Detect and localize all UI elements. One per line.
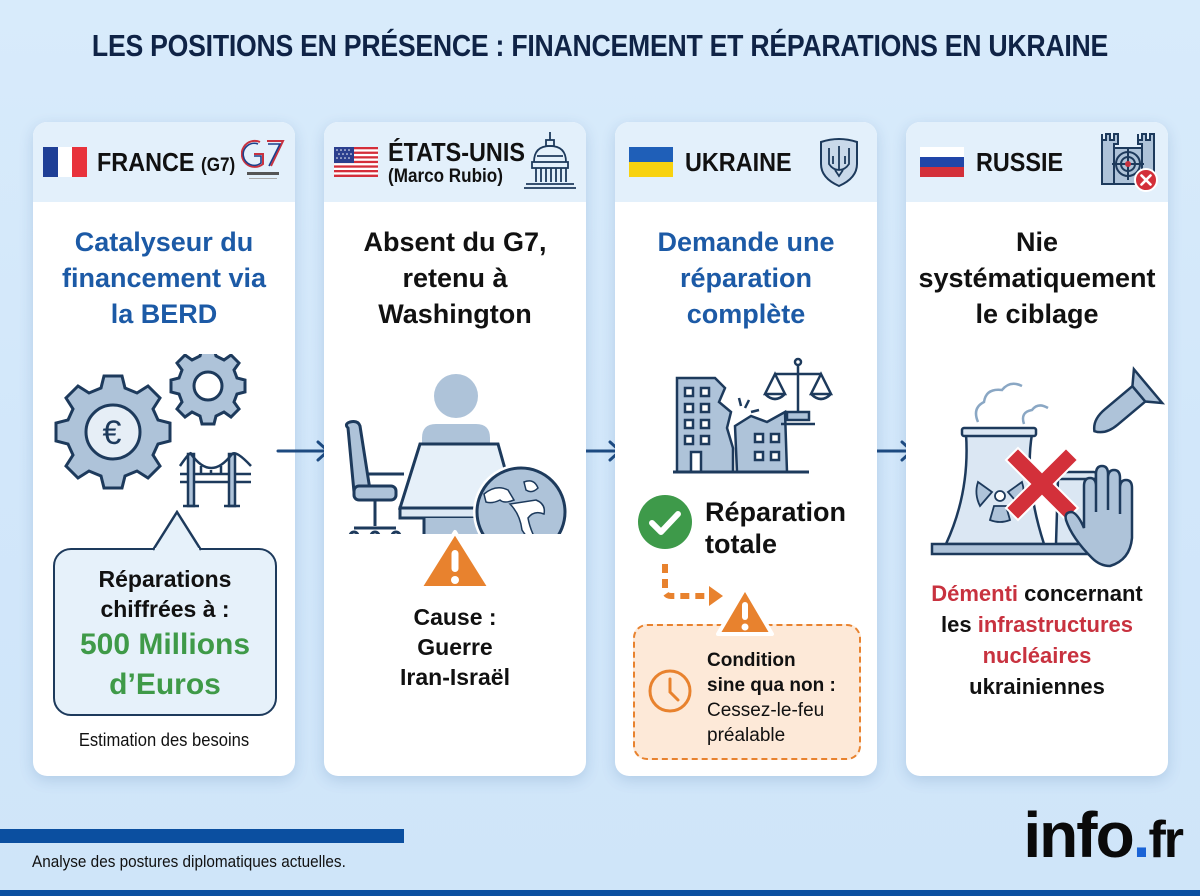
speech-bubble-tail bbox=[151, 510, 203, 552]
card-header: RUSSIE bbox=[906, 122, 1168, 202]
dashed-arrow-icon bbox=[662, 564, 723, 606]
amount-value: 500 Millions bbox=[79, 628, 251, 661]
card-russia: RUSSIE Nie systématiquement le ciblage bbox=[906, 122, 1168, 776]
fortress-target-denied-icon bbox=[1101, 133, 1158, 192]
france-flag bbox=[43, 147, 88, 177]
card-france: FRANCE (G7) Catalyseur du financement vi… bbox=[33, 122, 295, 776]
status-row: Réparation totale bbox=[637, 494, 846, 560]
warning-icon bbox=[418, 530, 492, 590]
country-name: FRANCE (G7) bbox=[97, 147, 236, 177]
missile-icon bbox=[1092, 366, 1166, 434]
capitol-icon bbox=[524, 132, 576, 189]
card-headline: Demande une réparation complète bbox=[657, 227, 835, 329]
brand-logo: info .fr bbox=[1023, 799, 1184, 871]
red-cross-icon bbox=[1004, 446, 1080, 522]
amount-unit: d’Euros bbox=[109, 668, 221, 701]
damaged-building-illustration bbox=[673, 357, 834, 474]
empty-chair-icon bbox=[344, 420, 404, 534]
card-ukraine: UKRAINE Demande une réparation complète bbox=[615, 122, 877, 776]
card-headline: Absent du G7, retenu à Washington bbox=[363, 227, 547, 329]
country-name: ÉTATS-UNIS (Marco Rubio) bbox=[388, 136, 525, 187]
card-headline: Catalyseur du financement via la BERD bbox=[61, 227, 267, 329]
usa-flag bbox=[334, 147, 378, 177]
damaged-building-icon bbox=[673, 376, 809, 474]
country-subtitle: (Marco Rubio) bbox=[388, 165, 503, 187]
clock-icon bbox=[648, 669, 692, 713]
footer-accent-bar bbox=[0, 829, 404, 843]
warning-icon bbox=[716, 586, 774, 636]
financing-illustration: € bbox=[54, 354, 252, 508]
denial-text: Démenti concernant les infrastructures n… bbox=[931, 581, 1143, 699]
svg-text:€: € bbox=[103, 414, 122, 452]
check-circle-icon bbox=[638, 495, 692, 549]
bubble-line-1: Réparations bbox=[98, 566, 232, 592]
cause-text: Cause : Guerre Iran-Israël bbox=[400, 604, 510, 690]
bottom-border bbox=[0, 890, 1200, 896]
page-title: LES POSITIONS EN PRÉSENCE : FINANCEMENT … bbox=[91, 28, 1109, 63]
caption-estimation: Estimation des besoins bbox=[78, 730, 250, 750]
condition-box: Condition sine qua non : Cessez-le-feu p… bbox=[633, 624, 861, 760]
status-text: Réparation totale bbox=[705, 497, 847, 559]
country-name: RUSSIE bbox=[976, 147, 1064, 177]
reparations-bubble: Réparations chiffrées à : 500 Millions d… bbox=[53, 548, 277, 716]
footer-caption: Analyse des postures diplomatiques actue… bbox=[32, 852, 346, 871]
russia-flag bbox=[920, 147, 964, 177]
euro-gear-icon: € bbox=[54, 374, 172, 490]
card-header: FRANCE (G7) bbox=[33, 122, 295, 202]
bridge-icon bbox=[178, 452, 252, 508]
g7-logo-icon bbox=[241, 139, 285, 179]
condition-text: Condition sine qua non : Cessez-le-feu p… bbox=[707, 650, 836, 746]
card-usa: ÉTATS-UNIS (Marco Rubio) Absent du G7, r… bbox=[324, 122, 586, 776]
gear-icon bbox=[169, 354, 247, 426]
trident-shield-icon bbox=[820, 138, 858, 188]
card-header: ÉTATS-UNIS (Marco Rubio) bbox=[324, 122, 586, 202]
stop-hand-icon bbox=[1064, 464, 1134, 568]
card-header: UKRAINE bbox=[615, 122, 877, 202]
absence-illustration bbox=[344, 374, 569, 534]
card-headline: Nie systématiquement le ciblage bbox=[918, 227, 1156, 329]
justice-scales-icon bbox=[762, 357, 834, 426]
nuclear-denial-illustration bbox=[930, 366, 1166, 568]
ukraine-flag bbox=[629, 147, 673, 177]
country-name: UKRAINE bbox=[685, 147, 792, 177]
bubble-line-2: chiffrées à : bbox=[100, 596, 230, 622]
globe-icon bbox=[473, 464, 569, 534]
